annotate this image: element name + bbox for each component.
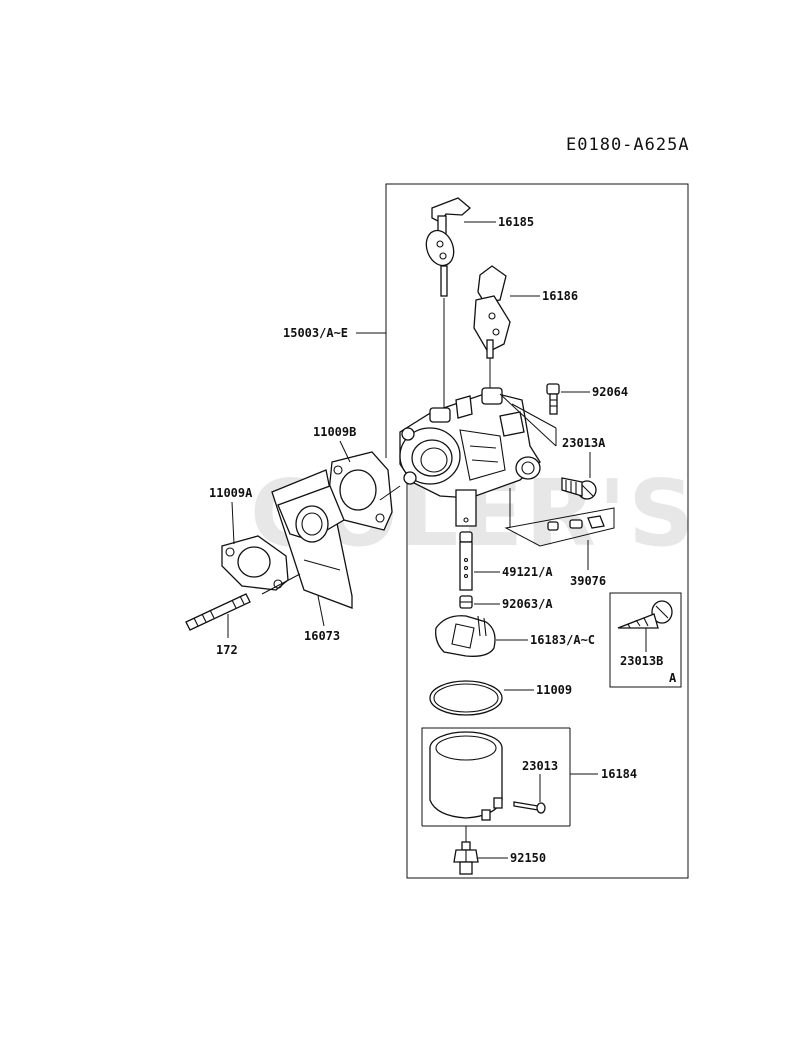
label-11009B: 11009B [313,425,356,439]
label-23013: 23013 [522,759,558,773]
part-11009A-gasket [221,535,289,591]
label-11009: 11009 [536,683,572,697]
part-16185-choke-shaft [425,197,472,297]
label-92150: 92150 [510,851,546,865]
leader-11009B [339,440,351,463]
part-11009B-gasket [327,451,393,531]
part-carburetor-body [399,387,541,527]
inset-box-a [609,592,682,688]
part-39076-kit-box [504,507,615,547]
label-16185: 16185 [498,215,534,229]
inset-box-a-label: A [669,671,677,685]
part-39076-jets [547,515,605,531]
leader-16073 [317,595,325,627]
part-16183-float [435,615,496,657]
part-23013-screw [513,801,546,814]
label-16073: 16073 [304,629,340,643]
label-23013A: 23013A [562,436,606,450]
assembly-frame [385,183,689,879]
part-16073-insulator [271,469,353,609]
part-92150-drain-bolt [453,841,479,875]
part-92064-screw [546,383,560,415]
part-16186-throttle-shaft [473,265,511,359]
part-172-stud [185,593,251,631]
label-11009A: 11009A [209,486,253,500]
part-11009-oring [429,680,503,716]
leader-172-body [261,573,301,595]
part-23013B-screw [617,600,673,629]
label-92064: 92064 [592,385,628,399]
label-172: 172 [216,643,238,657]
diagram-code: E0180-A625A [566,135,690,155]
label-16184: 16184 [601,767,637,781]
part-49121-emulsion-tube [459,531,473,591]
label-16183: 16183/A~C [530,633,595,647]
label-15003: 15003/A~E [283,326,348,340]
label-92063: 92063/A [502,597,553,611]
bracket-16184-top [421,727,570,826]
leader-23013A-b [511,403,557,429]
part-92063-jet [459,595,473,609]
label-23013B: 23013B [620,654,663,668]
part-float-bowl [429,731,503,821]
label-16186: 16186 [542,289,578,303]
label-49121: 49121/A [502,565,553,579]
part-23013A-screw [561,477,597,500]
label-39076: 39076 [570,574,606,588]
leader-11009A [231,501,235,545]
leader-11009B-body [379,485,401,501]
leader-23013A-a [499,393,557,447]
